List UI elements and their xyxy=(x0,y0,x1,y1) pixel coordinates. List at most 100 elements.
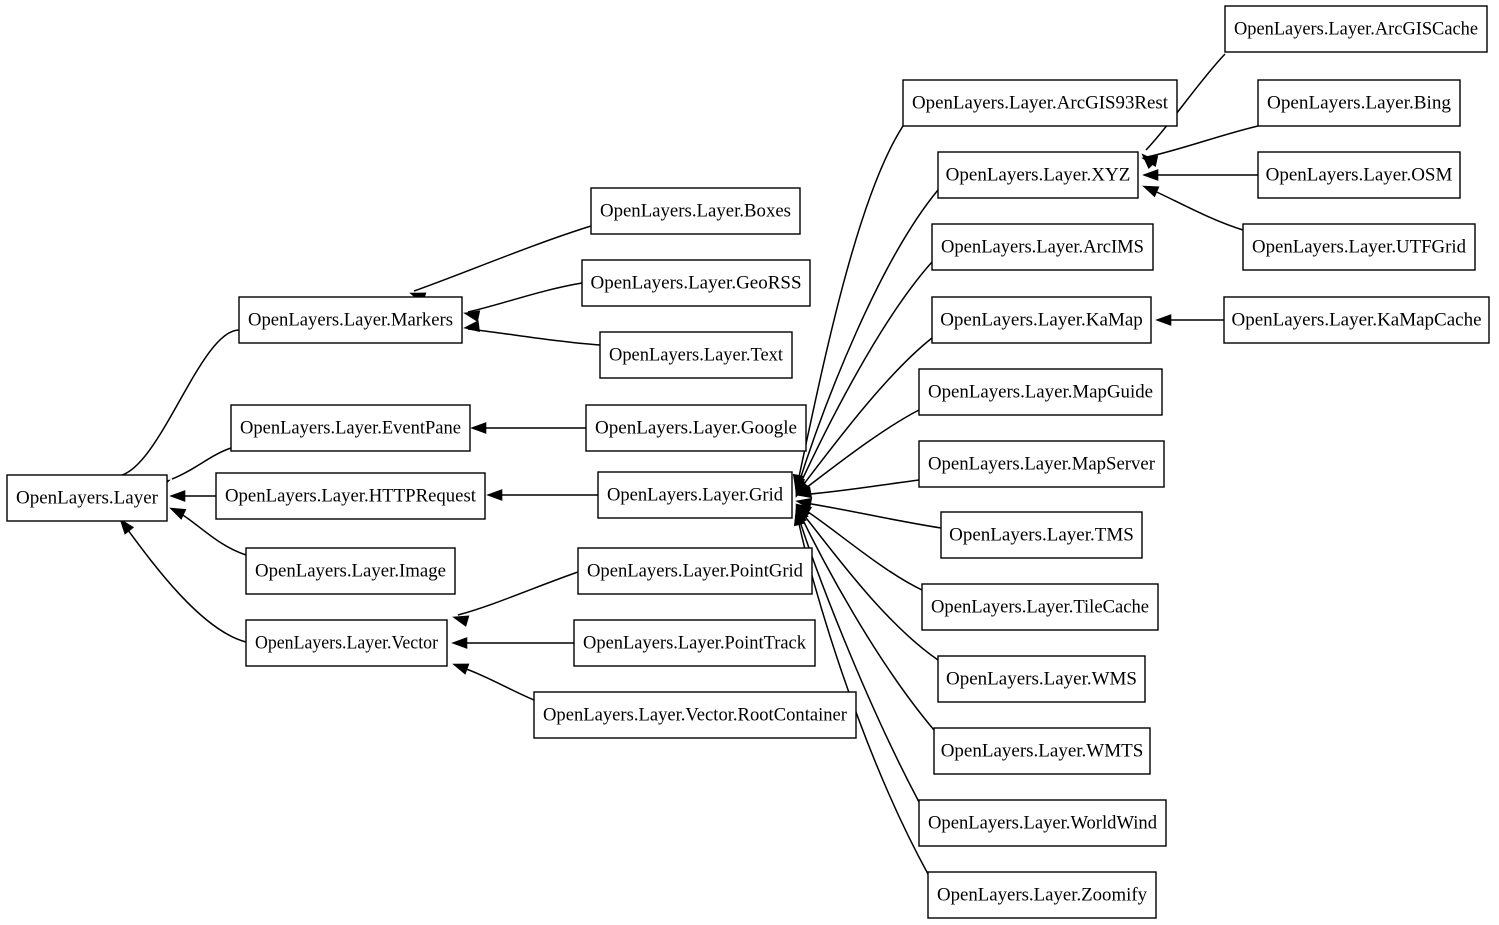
edge-text-to-markers xyxy=(463,320,601,346)
node-box[interactable] xyxy=(585,404,807,452)
class-node-worldwind[interactable]: OpenLayers.Layer.WorldWind xyxy=(918,799,1167,847)
class-node-kamap[interactable]: OpenLayers.Layer.KaMap xyxy=(931,296,1152,344)
node-box[interactable] xyxy=(1223,296,1490,344)
node-box[interactable] xyxy=(931,223,1154,271)
node-box[interactable] xyxy=(940,511,1143,559)
class-node-wms[interactable]: OpenLayers.Layer.WMS xyxy=(937,655,1146,703)
class-node-utfgrid[interactable]: OpenLayers.Layer.UTFGrid xyxy=(1242,223,1476,271)
edge-arcgis93rest-to-grid xyxy=(792,125,904,491)
edge-bing-to-xyz xyxy=(1141,125,1259,167)
edge-kamapcache-to-kamap xyxy=(1155,314,1224,326)
class-node-pointgrid[interactable]: OpenLayers.Layer.PointGrid xyxy=(577,547,813,595)
node-label: OpenLayers.Layer.MapServer xyxy=(928,453,1156,474)
node-box[interactable] xyxy=(937,655,1146,703)
node-label: OpenLayers.Layer.UTFGrid xyxy=(1252,236,1466,257)
class-node-pointtrack[interactable]: OpenLayers.Layer.PointTrack xyxy=(573,619,816,667)
node-box[interactable] xyxy=(918,368,1163,416)
edge-zoomify-to-grid xyxy=(793,509,929,875)
class-node-grid[interactable]: OpenLayers.Layer.Grid xyxy=(597,471,793,519)
edge-boxes-to-markers xyxy=(409,225,592,304)
edge-pointgrid-to-vector xyxy=(452,571,579,627)
node-box[interactable] xyxy=(245,619,448,667)
node-box[interactable] xyxy=(1224,5,1488,53)
class-node-zoomify[interactable]: OpenLayers.Layer.Zoomify xyxy=(927,871,1157,919)
class-node-bing[interactable]: OpenLayers.Layer.Bing xyxy=(1257,79,1461,127)
node-label: OpenLayers.Layer.ArcGISCache xyxy=(1234,18,1478,39)
class-node-tms[interactable]: OpenLayers.Layer.TMS xyxy=(940,511,1143,559)
node-label: OpenLayers.Layer.ArcGIS93Rest xyxy=(912,92,1169,113)
class-node-tilecache[interactable]: OpenLayers.Layer.TileCache xyxy=(921,583,1159,631)
edge-line xyxy=(457,665,535,701)
class-node-xyz[interactable]: OpenLayers.Layer.XYZ xyxy=(937,151,1139,199)
class-node-arcgis93rest[interactable]: OpenLayers.Layer.ArcGIS93Rest xyxy=(902,79,1178,127)
class-node-httprequest[interactable]: OpenLayers.Layer.HTTPRequest xyxy=(215,472,486,520)
arrow-head xyxy=(1142,185,1160,198)
class-node-rootcontainer[interactable]: OpenLayers.Layer.Vector.RootContainer xyxy=(533,691,857,739)
node-label: OpenLayers.Layer.WorldWind xyxy=(928,812,1157,833)
edge-line xyxy=(796,189,939,490)
arrow-head xyxy=(452,663,470,675)
edge-grid-to-httprequest xyxy=(486,489,598,501)
node-box[interactable] xyxy=(1242,223,1476,271)
node-box[interactable] xyxy=(902,79,1178,127)
nodes-layer: OpenLayers.Layer OpenLayers.Layer.Markers… xyxy=(6,5,1490,919)
arrow-head xyxy=(1155,314,1172,326)
class-node-mapserver[interactable]: OpenLayers.Layer.MapServer xyxy=(918,440,1165,488)
node-box[interactable] xyxy=(918,440,1165,488)
node-box[interactable] xyxy=(927,871,1157,919)
node-box[interactable] xyxy=(931,296,1152,344)
node-box[interactable] xyxy=(937,151,1139,199)
edge-httprequest-to-layer xyxy=(169,490,216,502)
class-node-vector[interactable]: OpenLayers.Layer.Vector xyxy=(245,619,448,667)
edge-mapserver-to-grid xyxy=(795,479,920,499)
node-box[interactable] xyxy=(921,583,1159,631)
edge-tms-to-grid xyxy=(795,497,942,529)
edge-line xyxy=(796,513,929,875)
arrow-head xyxy=(486,489,503,501)
class-node-arcims[interactable]: OpenLayers.Layer.ArcIMS xyxy=(931,223,1154,271)
class-node-wmts[interactable]: OpenLayers.Layer.WMTS xyxy=(933,727,1151,775)
node-box[interactable] xyxy=(599,331,793,379)
class-node-osm[interactable]: OpenLayers.Layer.OSM xyxy=(1257,151,1461,199)
arrow-head xyxy=(793,509,806,527)
node-label: OpenLayers.Layer.Markers xyxy=(248,309,453,330)
node-box[interactable] xyxy=(933,727,1151,775)
node-box[interactable] xyxy=(230,404,471,452)
node-box[interactable] xyxy=(1257,151,1461,199)
node-label: OpenLayers.Layer.GeoRSS xyxy=(590,272,801,293)
node-label: OpenLayers.Layer.ArcIMS xyxy=(941,236,1144,257)
class-node-text[interactable]: OpenLayers.Layer.Text xyxy=(599,331,793,379)
node-box[interactable] xyxy=(245,547,456,595)
edge-line xyxy=(1147,187,1244,231)
class-node-kamapcache[interactable]: OpenLayers.Layer.KaMapCache xyxy=(1223,296,1490,344)
node-box[interactable] xyxy=(577,547,813,595)
node-box[interactable] xyxy=(238,296,463,344)
class-node-boxes[interactable]: OpenLayers.Layer.Boxes xyxy=(590,187,801,235)
node-label: OpenLayers.Layer.HTTPRequest xyxy=(225,485,477,506)
class-node-markers[interactable]: OpenLayers.Layer.Markers xyxy=(238,296,463,344)
node-box[interactable] xyxy=(581,259,811,307)
node-box[interactable] xyxy=(1257,79,1461,127)
class-node-mapguide[interactable]: OpenLayers.Layer.MapGuide xyxy=(918,368,1163,416)
node-label: OpenLayers.Layer.Vector.RootContainer xyxy=(543,704,848,725)
edge-line xyxy=(796,261,933,492)
class-node-georss[interactable]: OpenLayers.Layer.GeoRSS xyxy=(581,259,811,307)
node-box[interactable] xyxy=(918,799,1167,847)
node-box[interactable] xyxy=(573,619,816,667)
node-box[interactable] xyxy=(590,187,801,235)
class-node-eventpane[interactable]: OpenLayers.Layer.EventPane xyxy=(230,404,471,452)
edge-rootcontainer-to-vector xyxy=(452,663,535,701)
edge-line xyxy=(467,282,583,313)
class-node-arcgiscache[interactable]: OpenLayers.Layer.ArcGISCache xyxy=(1224,5,1488,53)
arrow-head xyxy=(169,507,187,520)
node-box[interactable] xyxy=(6,474,168,522)
node-box[interactable] xyxy=(533,691,857,739)
class-node-google[interactable]: OpenLayers.Layer.Google xyxy=(585,404,807,452)
node-box[interactable] xyxy=(215,472,486,520)
edge-line xyxy=(1146,125,1259,158)
node-box[interactable] xyxy=(597,471,793,519)
class-node-image[interactable]: OpenLayers.Layer.Image xyxy=(245,547,456,595)
node-label: OpenLayers.Layer.WMS xyxy=(946,668,1137,689)
class-node-layer[interactable]: OpenLayers.Layer xyxy=(6,474,168,522)
